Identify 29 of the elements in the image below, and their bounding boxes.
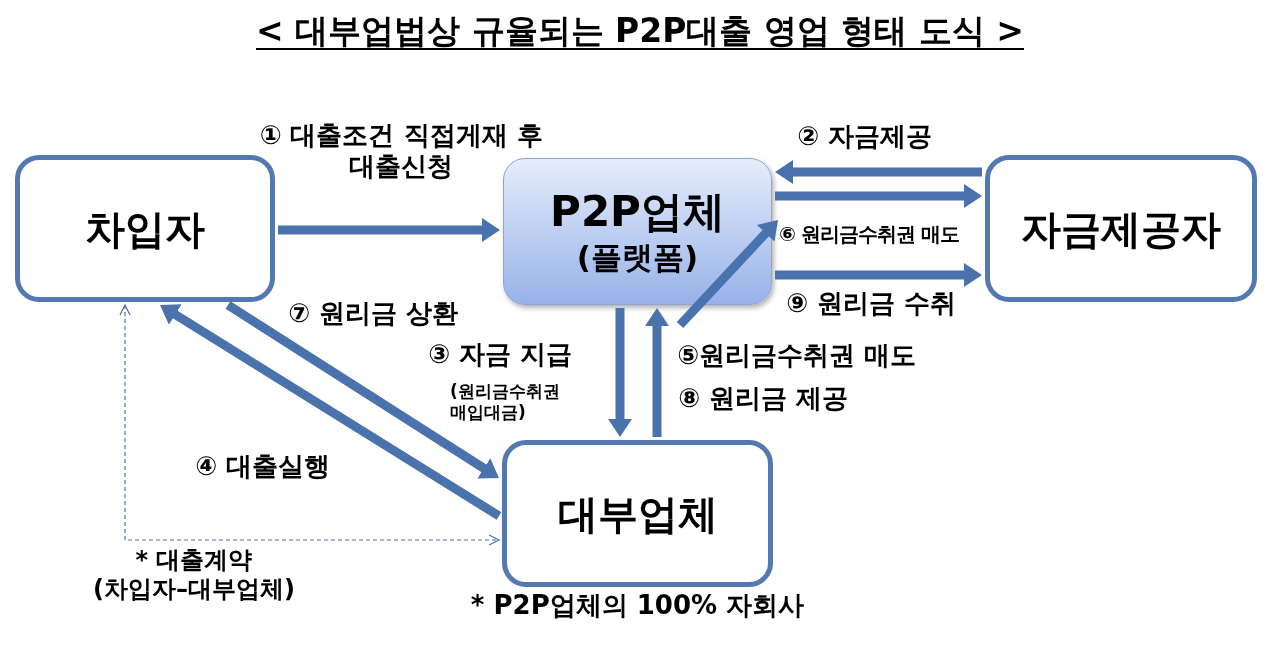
node-label: 대부업체 [557,491,718,536]
node-note: * P2P업체의 100% 자회사 [470,590,805,622]
node-label: P2P업체 [550,189,725,236]
arrow [775,184,982,208]
edge-label: ② 자금제공 [797,121,933,153]
edge-label: ⑨ 원리금 수취 [786,288,957,320]
arrow [608,308,632,437]
edge-label: ④ 대출실행 [195,451,331,483]
node-label: (플랫폼) [576,239,699,274]
edge-label: ① 대출조건 직접게재 후 대출신청 [258,120,544,183]
arrow [157,301,502,520]
arrow [775,160,982,184]
node-label: 차입자 [85,206,205,251]
dashed-arrow [119,304,500,546]
edge-label: ⑥ 원리금수취권 매도 [779,222,959,246]
rounded-box [15,155,275,302]
edge-label: ⑤원리금수취권 매도 [677,340,917,372]
node-label: 자금제공자 [1021,206,1221,251]
arrow [645,308,669,437]
title: < 대부업법상 규율되는 P2P대출 영업 형태 도식 > [255,11,1025,51]
arrow [278,218,500,242]
note-label: (원리금수취권 매입대금) [450,381,561,424]
edge-label: * 대출계약 (차입자–대부업체) [92,546,296,604]
shaded-rounded-box [503,158,772,305]
edge-label: ③ 자금 지급 [428,339,573,371]
edge-label: ⑦ 원리금 상환 [288,298,459,330]
note-label: ⑧ 원리금 제공 [678,383,849,415]
rounded-box [985,155,1257,302]
arrow [775,263,982,287]
